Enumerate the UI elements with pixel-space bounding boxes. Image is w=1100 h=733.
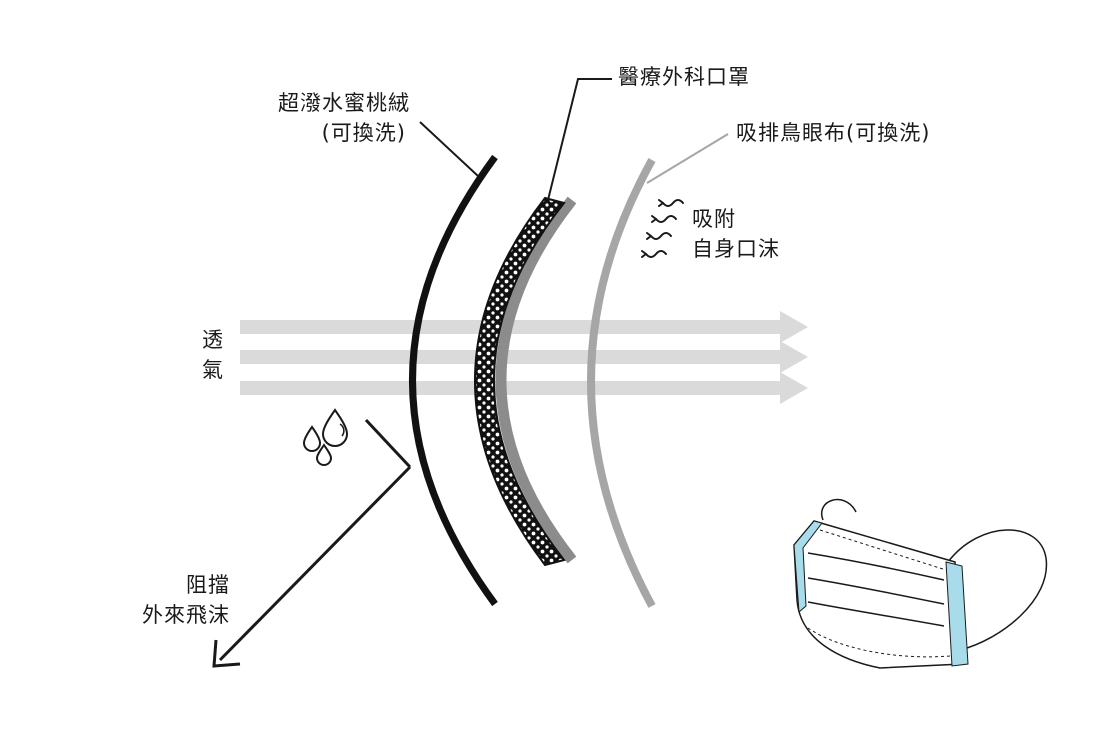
middle-layer-label: 醫療外科口罩 <box>618 65 750 89</box>
inner-layer-label: 吸排鳥眼布(可換洗) <box>736 121 931 145</box>
air-arrow-2 <box>240 341 808 373</box>
breathable-label-line2: 氣 <box>202 358 224 382</box>
mask-left-strip <box>793 520 823 614</box>
block-arrow-shaft <box>218 465 412 662</box>
outer-layer-arc <box>409 154 498 607</box>
middle-layer-backing <box>495 196 577 564</box>
air-arrow-1 <box>240 311 808 343</box>
surgical-mask-icon <box>793 498 1048 669</box>
mask-top-seam <box>819 529 947 571</box>
outer-layer-label-line1: 超潑水蜜桃絨 <box>278 91 410 115</box>
deflection-line <box>364 418 412 469</box>
mask-ear-loop-front <box>947 529 1048 651</box>
absorb-label-line1: 吸附 <box>692 207 736 231</box>
outer-layer-label-line2: (可換洗) <box>321 121 406 145</box>
outer-layer-leader <box>419 121 479 177</box>
mask-bottom-seam <box>807 627 951 658</box>
middle-layer-fabric <box>474 196 566 567</box>
absorb-wave-icon <box>641 199 684 258</box>
water-drops-icon <box>302 408 349 466</box>
absorb-label-line2: 自身口沫 <box>692 237 780 261</box>
block-label-line1: 阻擋 <box>186 573 230 597</box>
absorb-label: 吸附 自身口沫 <box>692 204 780 264</box>
air-arrow-3 <box>240 372 808 404</box>
air-flow-arrows <box>240 311 808 404</box>
breathable-label-line1: 透 <box>202 328 224 352</box>
inner-layer-leader <box>646 133 729 184</box>
breathable-label: 透 氣 <box>196 325 230 385</box>
mask-right-strip <box>945 561 969 667</box>
block-arrow-head <box>212 639 241 668</box>
block-label: 阻擋 外來飛沫 <box>90 570 230 630</box>
block-label-line2: 外來飛沫 <box>142 603 230 627</box>
mask-body <box>793 520 963 669</box>
mask-pleat-2 <box>807 577 945 605</box>
inner-layer-arc <box>587 158 656 608</box>
mask-pleat-1 <box>807 552 945 581</box>
outer-layer-label: 超潑水蜜桃絨 (可換洗) <box>230 88 410 148</box>
mask-pleat-3 <box>807 601 945 627</box>
middle-layer-leader <box>547 78 612 201</box>
mask-ear-loop-back <box>820 498 857 521</box>
